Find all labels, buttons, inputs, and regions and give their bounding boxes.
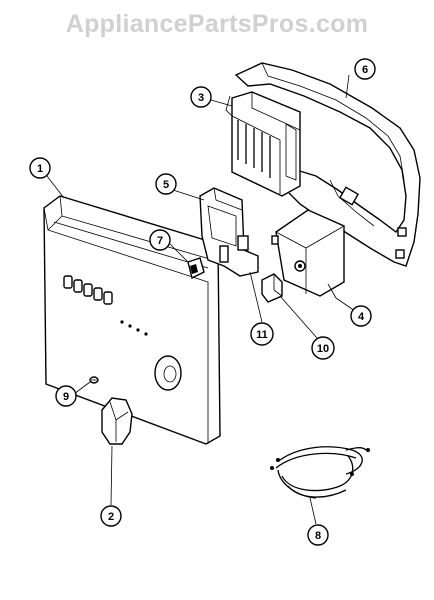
callout-3-label: 3 <box>198 92 204 104</box>
callout-7: 7 <box>149 229 171 251</box>
callout-10: 10 <box>311 336 335 360</box>
part-2-knob <box>101 397 133 445</box>
callout-9-label: 9 <box>63 391 69 403</box>
callout-4-label: 4 <box>358 311 365 323</box>
part-5-switch-bracket <box>199 187 259 277</box>
part-3-vent-bracket <box>225 91 301 197</box>
part-10-relay <box>261 273 283 303</box>
callout-1: 1 <box>29 157 51 179</box>
callout-1-label: 1 <box>37 163 43 175</box>
callout-2: 2 <box>100 505 122 527</box>
leader-lines <box>46 74 356 525</box>
callout-8: 8 <box>307 524 329 546</box>
part-9-screw <box>89 376 99 384</box>
callout-9: 9 <box>55 385 77 407</box>
callout-11: 11 <box>250 322 274 346</box>
callout-5: 5 <box>155 173 177 195</box>
callout-6: 6 <box>354 58 376 80</box>
part-7-small-switch <box>187 257 205 280</box>
callout-5-label: 5 <box>163 179 169 191</box>
part-4-timer-motor <box>271 209 345 299</box>
callout-8-label: 8 <box>315 530 321 542</box>
watermark: AppliancePartsPros.com <box>65 10 369 38</box>
part-8-wire-harness <box>270 446 370 499</box>
callout-2-label: 2 <box>108 511 114 523</box>
callout-6-label: 6 <box>362 64 368 76</box>
part-1-control-panel <box>43 195 221 445</box>
callout-7-label: 7 <box>157 235 163 247</box>
callout-10-label: 10 <box>317 343 329 355</box>
callout-4: 4 <box>350 305 372 327</box>
callout-3: 3 <box>190 86 212 108</box>
callout-11-label: 11 <box>256 329 268 341</box>
